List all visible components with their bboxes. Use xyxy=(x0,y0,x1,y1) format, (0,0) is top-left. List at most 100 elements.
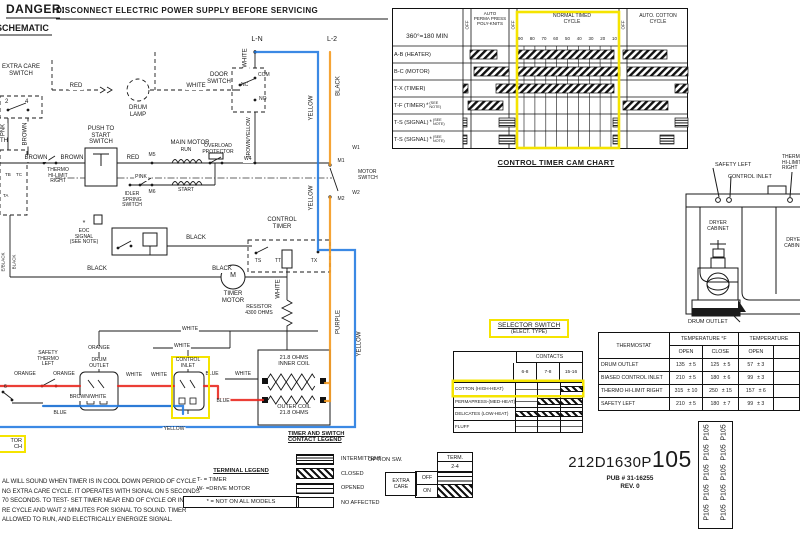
resistor-label: RESISTOR 4300 OHMS xyxy=(245,304,273,316)
cam-row-labels: A-B (HEATER) B-C (MOTOR) T-X (TIMER) T-F… xyxy=(394,46,466,148)
door-switch-nc: NC xyxy=(241,82,249,88)
cam-tick: 60 xyxy=(553,36,559,41)
part-number-suffix: 105 xyxy=(651,446,692,472)
legend-swatch xyxy=(296,468,334,480)
temp-c-header: TEMPERATURE xyxy=(737,332,800,346)
option-state-label: OFF xyxy=(415,471,439,485)
cam-tick: 50 xyxy=(565,36,570,41)
contact-column-label: 15-16 xyxy=(559,363,582,382)
p105-label: P105 xyxy=(720,423,728,441)
selector-contact-cell xyxy=(515,408,539,420)
cam-tick: 10 xyxy=(612,36,617,41)
control-inlet-highlight xyxy=(171,356,210,419)
cabinet-drum-outlet-label: DRUM OUTLET xyxy=(688,319,728,325)
run-winding-label: RUN xyxy=(179,147,193,154)
contact-legend-items: INTERMITTENT CLOSED OPENED NO AFFECTED xyxy=(296,452,381,510)
legend-swatch xyxy=(296,482,334,494)
door-switch-com: COM xyxy=(258,72,270,78)
terminal-w1: W1 xyxy=(352,145,360,151)
signal-note-text: AL WILL SOUND WHEN TIMER IS IN COOL DOWN… xyxy=(2,478,200,524)
thermostat-table: THERMOSTAT TEMPERATURE °F TEMPERATURE OP… xyxy=(598,332,800,411)
selector-contact-cell xyxy=(559,383,583,395)
terminal-ta: TA xyxy=(3,193,9,198)
cam-off-label-3: OFF xyxy=(620,20,626,30)
terminal-ts: TS xyxy=(254,258,262,264)
timer-motor-label: TIMER MOTOR xyxy=(221,291,245,304)
cam-tick: 70 xyxy=(541,36,547,41)
control-inlet-component-label: CONTROL INLET xyxy=(174,357,202,370)
cam-col-perma-press: AUTO PERMA PRESS POLY-KNITS xyxy=(473,11,507,27)
main-motor-label: MAIN MOTOR xyxy=(170,140,210,146)
p105-label: P105 xyxy=(703,463,711,481)
p105-label: P105 xyxy=(703,423,711,441)
dryer-cabinet-drawing xyxy=(685,167,800,323)
cutoff-fragment-th: TH xyxy=(0,138,8,144)
cam-tick: 90 xyxy=(518,36,523,41)
wire-red-label-m5: RED xyxy=(125,155,141,162)
selector-contact-cell xyxy=(537,420,561,432)
wire-brown-label-2: BROWN xyxy=(59,155,85,162)
line-2-label: L-2 xyxy=(326,36,338,43)
terminal-tb: TB xyxy=(5,172,11,177)
terminal-m1: M1 xyxy=(336,158,346,165)
selector-contact-cell xyxy=(515,395,538,407)
motor-switch-label: MOTOR SWITCH xyxy=(358,169,378,181)
wire-white-label-3: WHITE xyxy=(180,326,200,333)
wire-black-label-3: BLACK xyxy=(185,235,207,242)
wire-brown-white-label: BROWN/WHITE xyxy=(68,394,108,401)
wire-blue-label-3: BLUE xyxy=(52,410,68,417)
cam-row-label: A-B (HEATER) xyxy=(394,51,431,58)
selector-switch-cutoff-label: TOR CH xyxy=(0,435,26,453)
legend-item: NO AFFECTED xyxy=(296,496,381,511)
wire-brown-yellow-label: BROWN/YELLOW xyxy=(246,116,253,160)
close-f-header: CLOSE xyxy=(702,345,739,359)
contact-legend-title: TIMER AND SWITCH CONTACT LEGEND xyxy=(288,431,345,443)
terminal-4: 4 xyxy=(25,99,29,105)
selector-contact-cell xyxy=(515,383,538,395)
danger-heading: DANGER: xyxy=(6,2,66,16)
contacts-header: CONTACTS xyxy=(516,352,582,363)
thermostat-row: DRUM OUTLET 135± 5 125± 5 57± 3 xyxy=(598,358,800,372)
legend-item: INTERMITTENT xyxy=(296,452,381,467)
terminal-m6: M6 xyxy=(147,189,157,196)
terminal-6: 6 xyxy=(4,384,7,390)
cam-off-label-1: OFF xyxy=(464,20,470,30)
control-timer-label: CONTROL TIMER xyxy=(267,217,297,230)
open-f-header: OPEN xyxy=(668,345,704,359)
wire-black-label-1: BLACK xyxy=(86,266,108,273)
thermostat-row: THERMO HI-LIMIT RIGHT 315± 10 250± 15 15… xyxy=(598,384,800,398)
selector-row: PERMAPRESS-(MED-HEAT) xyxy=(454,394,583,407)
selector-row: DELICATES (LOW-HEAT) xyxy=(454,407,583,420)
wire-orange-label-2: ORANGE xyxy=(52,371,76,378)
wire-white-label-4: WHITE xyxy=(172,343,192,350)
wire-blue-label-2: BLUE xyxy=(215,398,231,405)
cabinet-safety-left-label: SAFETY LEFT xyxy=(715,162,752,168)
selector-switch-title-box: SELECTOR SWITCH (ELECT. TYPE) xyxy=(489,319,569,338)
terminal-2: 2 xyxy=(5,99,9,105)
thermostat-header: THERMOSTAT xyxy=(598,332,670,359)
drum-lamp-label: DRUM LAMP xyxy=(129,105,147,118)
cam-tick: 30 xyxy=(588,36,594,41)
selector-contact-cell xyxy=(515,420,538,432)
selector-row: COTTON (HIGH-HEAT) xyxy=(454,382,583,395)
terminal-tx: TX xyxy=(310,258,318,264)
wire-brown-vertical-label: BROWN xyxy=(22,121,30,147)
wire-yellow-label-1: YELLOW xyxy=(308,94,316,122)
schematic-heading: SCHEMATIC xyxy=(0,23,49,33)
selector-row: FLUFF xyxy=(454,419,583,432)
p105-label: P105 xyxy=(703,503,711,521)
option-state-swatch xyxy=(437,471,473,485)
publication-number: PUB # 31-16255 xyxy=(606,475,654,482)
thermo-hi-limit-right-label: THERMO HI-LIMIT RIGHT xyxy=(47,167,69,185)
cam-row-label: B-C (MOTOR) xyxy=(394,68,430,75)
wire-orange-black-label: E/BLACK xyxy=(0,252,6,272)
cam-tick: 20 xyxy=(600,36,606,41)
cabinet-control-inlet-label: CONTROL INLET xyxy=(728,174,772,180)
cam-row-label: T-X (TIMER) xyxy=(394,85,426,92)
start-winding-label: START xyxy=(177,187,195,194)
